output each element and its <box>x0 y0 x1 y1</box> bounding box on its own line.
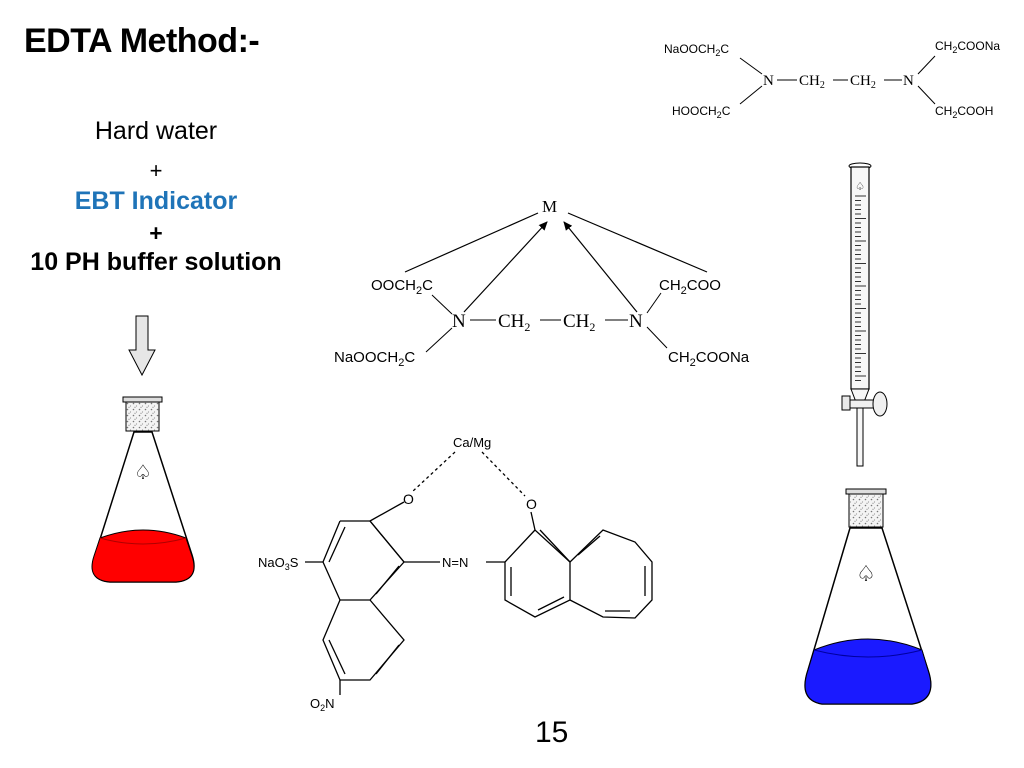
svg-text:CH2COOH: CH2COOH <box>935 104 993 120</box>
flask-solution-red <box>91 529 195 583</box>
svg-text:CH2: CH2 <box>498 311 530 334</box>
svg-text:OOCH2C: OOCH2C <box>371 277 433 297</box>
svg-text:CH2: CH2 <box>799 73 825 91</box>
conical-flask-icon: ♤ <box>804 488 932 705</box>
svg-text:M: M <box>542 197 557 216</box>
svg-text:N=N: N=N <box>442 555 468 570</box>
svg-text:CH2COONa: CH2COONa <box>668 349 750 369</box>
spade-icon: ♤ <box>856 561 876 586</box>
slide-number: 15 <box>535 716 569 749</box>
burette-icon: ♤ <box>841 162 888 467</box>
svg-text:HOOCH2C: HOOCH2C <box>672 104 731 120</box>
svg-text:CH2: CH2 <box>850 73 876 91</box>
spade-icon: ♤ <box>134 462 152 484</box>
svg-text:N: N <box>629 311 643 332</box>
svg-text:CH2COONa: CH2COONa <box>935 39 1000 55</box>
recipe-plus-2: + <box>149 220 163 246</box>
svg-text:O: O <box>526 496 537 512</box>
slide-title: EDTA Method:- <box>24 22 260 60</box>
svg-text:NaO3S: NaO3S <box>258 555 299 572</box>
svg-text:NaOOCH2C: NaOOCH2C <box>334 349 415 369</box>
spade-icon: ♤ <box>855 181 865 193</box>
down-arrow-icon <box>128 315 156 377</box>
svg-text:O: O <box>403 491 414 507</box>
metal-edta-complex: M OOCH2C NaOOCH2C N CH2 CH2 N CH2COO CH2… <box>334 197 750 369</box>
recipe-ebt-indicator: EBT Indicator <box>74 187 238 215</box>
recipe-hard-water: Hard water <box>94 117 218 145</box>
svg-text:Ca/Mg: Ca/Mg <box>453 435 491 450</box>
svg-text:N: N <box>452 311 466 332</box>
svg-text:NaOOCH2C: NaOOCH2C <box>664 42 729 58</box>
svg-text:O2N: O2N <box>310 696 335 713</box>
conical-flask-icon: ♤ <box>91 396 195 583</box>
edta-structure: NaOOCH2C HOOCH2C N CH2 CH2 N CH2COONa CH… <box>664 39 1000 120</box>
ebt-metal-complex: Ca/Mg O O NaO3S O2N N=N <box>258 435 653 713</box>
recipe-plus-1: + <box>149 158 163 183</box>
svg-text:N: N <box>903 73 914 89</box>
flask-solution-blue <box>804 638 932 705</box>
svg-text:N: N <box>763 73 774 89</box>
svg-text:CH2COO: CH2COO <box>659 277 721 297</box>
svg-text:CH2: CH2 <box>563 311 595 334</box>
recipe-buffer-solution: 10 PH buffer solution <box>30 248 282 276</box>
